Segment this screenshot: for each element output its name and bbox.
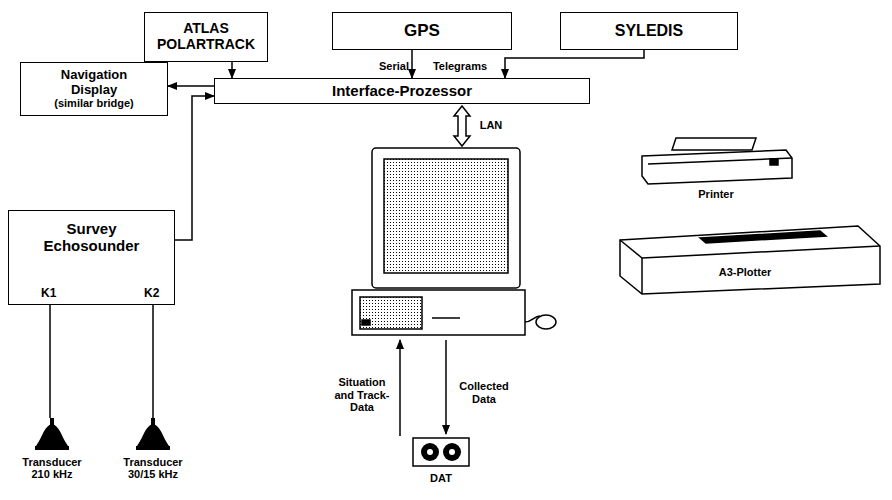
collected-arrow bbox=[445, 340, 447, 434]
transducer: Transducer 210 kHz bbox=[8, 418, 96, 496]
dat-icon bbox=[411, 436, 471, 468]
node-label: DAT bbox=[430, 472, 452, 484]
display-box: Navigation Display(similar bridge) bbox=[20, 62, 168, 116]
echosounder-box: Survey EchosounderK1 K2 bbox=[8, 210, 175, 305]
node-label: Navigation Display bbox=[42, 68, 146, 97]
node-label: GPS bbox=[404, 21, 440, 40]
printer-illustration bbox=[642, 138, 792, 184]
annotation-label: Collected Data bbox=[454, 380, 514, 405]
connector bbox=[168, 85, 214, 87]
transducer-icon bbox=[133, 418, 173, 452]
annotation-label: LAN bbox=[474, 119, 508, 132]
lan-arrow bbox=[454, 106, 470, 146]
connector bbox=[49, 305, 51, 418]
node-label: ATLAS POLARTRACK bbox=[151, 21, 261, 52]
source-box: SYLEDIS bbox=[560, 12, 738, 50]
connector bbox=[152, 305, 154, 418]
annotation-label: Serial bbox=[374, 60, 414, 73]
situation-arrow bbox=[399, 340, 401, 436]
annotation-label: Printer bbox=[686, 188, 746, 201]
processor-box: Interface-Prozessor bbox=[214, 78, 590, 104]
node-label: Interface-Prozessor bbox=[332, 83, 472, 100]
transducer: Transducer 30/15 kHz bbox=[108, 418, 198, 496]
computer-illustration bbox=[352, 148, 556, 335]
node-label: Survey Echosounder bbox=[32, 221, 152, 255]
source-box: ATLAS POLARTRACK bbox=[144, 12, 268, 62]
channel-label: K2 bbox=[144, 287, 159, 300]
node-label: SYLEDIS bbox=[615, 22, 683, 40]
node-sublabel: (similar bridge) bbox=[54, 97, 133, 109]
source-box: GPS bbox=[332, 12, 512, 50]
connector bbox=[411, 50, 413, 78]
plotter-illustration bbox=[620, 226, 880, 294]
connector bbox=[231, 62, 233, 78]
connector bbox=[175, 96, 214, 240]
annotation-label: Telegrams bbox=[428, 60, 492, 73]
channel-label: K1 bbox=[41, 287, 56, 300]
node-label: Transducer 30/15 kHz bbox=[111, 456, 195, 481]
node-label: Transducer 210 kHz bbox=[12, 456, 92, 481]
connector bbox=[505, 50, 644, 78]
annotation-label: Situation and Track-Data bbox=[330, 376, 394, 414]
dat-drive: DAT bbox=[408, 436, 474, 492]
transducer-icon bbox=[32, 418, 72, 452]
annotation-label: A3-Plotter bbox=[690, 266, 800, 279]
